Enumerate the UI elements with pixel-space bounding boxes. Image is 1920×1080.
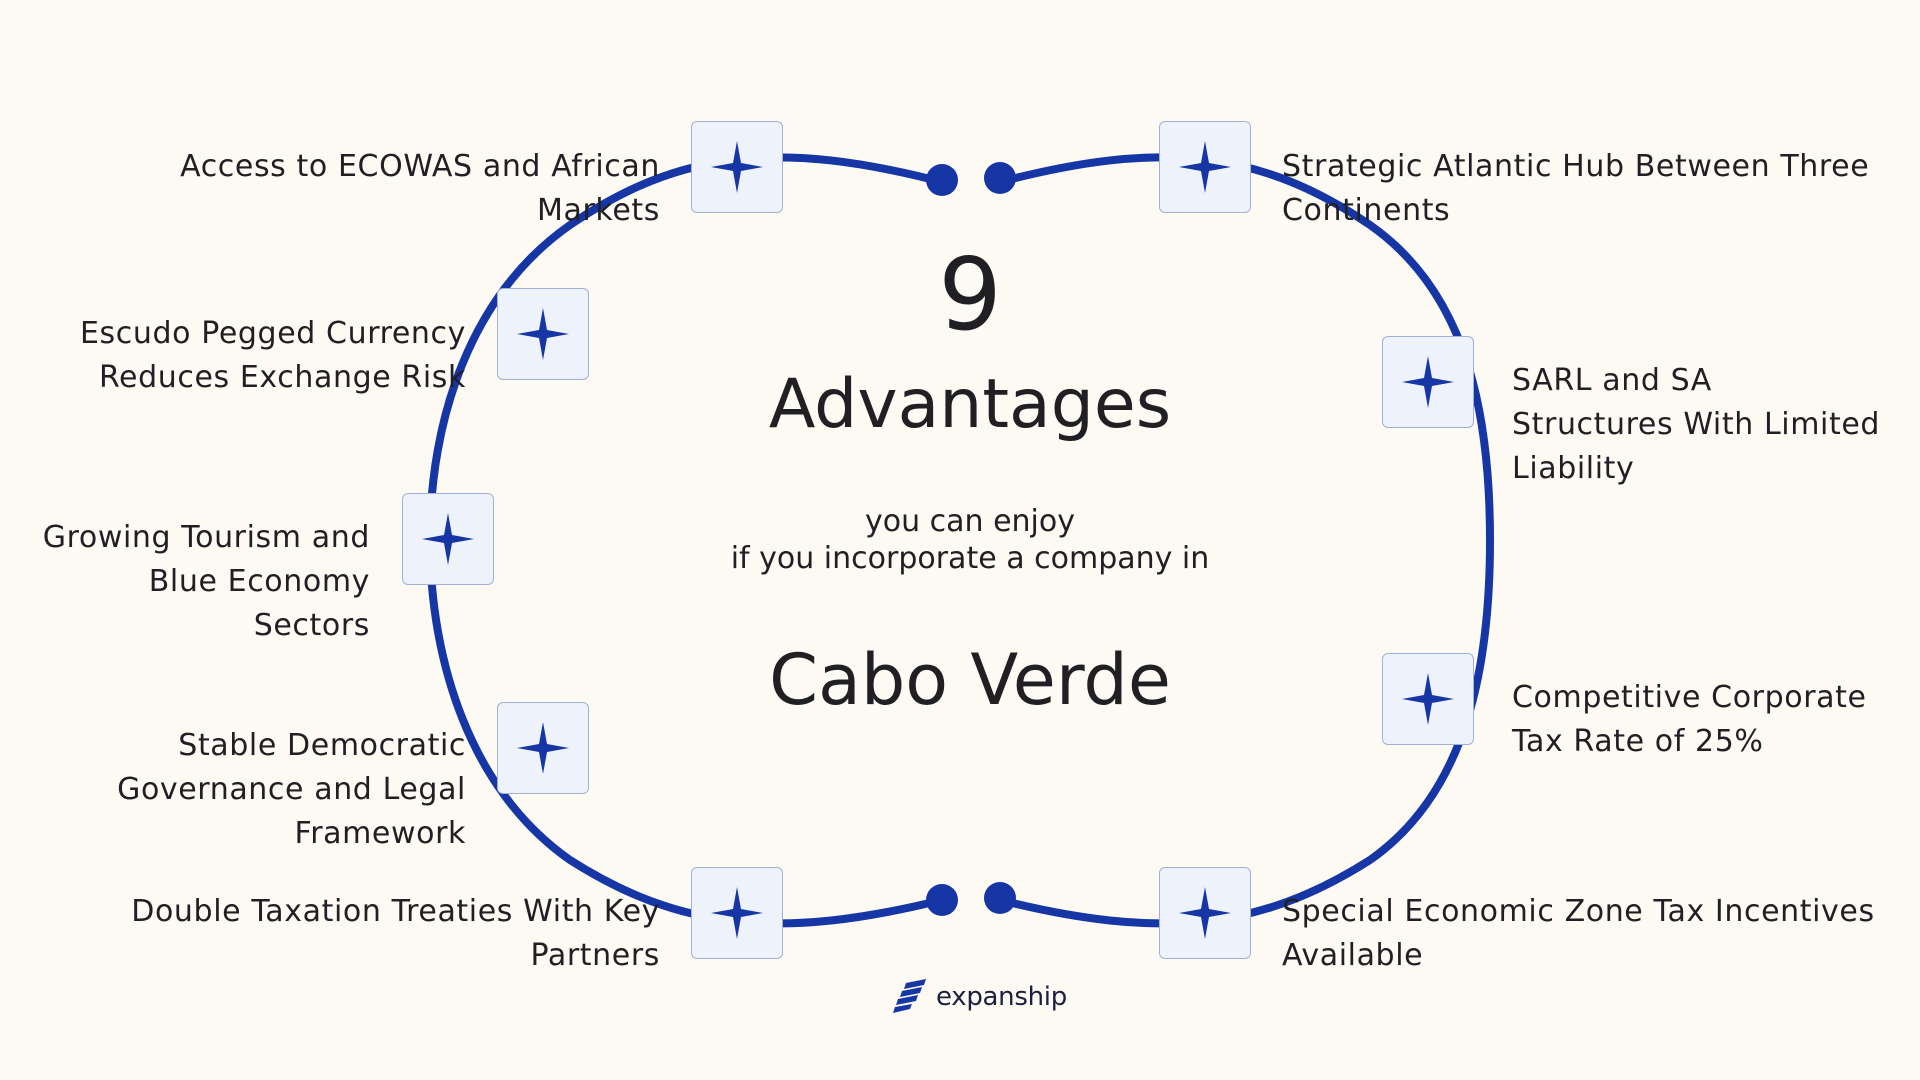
center-heading: Advantages: [768, 365, 1172, 444]
advantage-label-5: Double Taxation Treaties With Key Partne…: [40, 890, 660, 978]
four-point-star-icon: [1179, 141, 1231, 193]
advantage-label-8-line1: Competitive Corporate: [1512, 680, 1867, 715]
four-point-star-icon: [517, 722, 569, 774]
advantage-label-1: Access to ECOWAS and African Markets: [60, 145, 660, 233]
advantage-label-1-line1: Access to ECOWAS and African: [180, 149, 660, 184]
advantage-label-8-line2: Tax Rate of 25%: [1512, 724, 1764, 759]
four-point-star-icon: [711, 141, 763, 193]
advantage-count: 9: [938, 236, 1002, 353]
advantage-node-2: [497, 288, 589, 380]
advantage-label-8: Competitive Corporate Tax Rate of 25%: [1512, 676, 1912, 764]
advantage-label-9-line2: Available: [1282, 938, 1424, 973]
advantage-label-2: Escudo Pegged Currency Reduces Exchange …: [40, 312, 466, 400]
advantage-label-5-line1: Double Taxation Treaties With Key: [131, 894, 660, 929]
four-point-star-icon: [1179, 887, 1231, 939]
advantage-label-1-line2: Markets: [537, 193, 660, 228]
ring-dot-bottom-left: [926, 884, 958, 916]
advantage-label-4-line3: Framework: [294, 816, 466, 851]
advantage-node-8: [1382, 653, 1474, 745]
ring-arc-right: [996, 153, 1495, 928]
advantage-label-2-line1: Escudo Pegged Currency: [80, 316, 466, 351]
advantage-label-9: Special Economic Zone Tax Incentives Ava…: [1282, 890, 1912, 978]
advantage-label-4-line2: Governance and Legal: [117, 772, 466, 807]
advantage-node-6: [1159, 121, 1251, 213]
country-name: Cabo Verde: [769, 639, 1171, 721]
ring-dot-top-left: [926, 164, 958, 196]
four-point-star-icon: [422, 513, 474, 565]
advantage-label-2-line2: Reduces Exchange Risk: [98, 360, 466, 395]
advantage-label-4: Stable Democratic Governance and Legal F…: [40, 724, 466, 856]
advantage-node-3: [402, 493, 494, 585]
four-point-star-icon: [1402, 673, 1454, 725]
advantage-label-7-line3: Liability: [1512, 451, 1635, 486]
advantage-label-3: Growing Tourism and Blue Economy Sectors: [20, 516, 370, 648]
advantage-label-6-line2: Continents: [1282, 193, 1451, 228]
advantage-label-6: Strategic Atlantic Hub Between Three Con…: [1282, 145, 1902, 233]
center-subtitle-line1: you can enjoy: [865, 504, 1075, 539]
four-point-star-icon: [711, 887, 763, 939]
advantage-label-6-line1: Strategic Atlantic Hub Between Three: [1282, 149, 1870, 184]
advantage-label-3-line3: Sectors: [253, 608, 370, 643]
ring-dot-bottom-right: [984, 882, 1016, 914]
advantage-node-4: [497, 702, 589, 794]
advantage-label-3-line1: Growing Tourism and: [42, 520, 370, 555]
four-point-star-icon: [517, 308, 569, 360]
advantage-label-4-line1: Stable Democratic: [178, 728, 466, 763]
advantage-label-7: SARL and SA Structures With Limited Liab…: [1512, 359, 1912, 491]
advantage-label-3-line2: Blue Economy: [148, 564, 370, 599]
advantage-node-7: [1382, 336, 1474, 428]
four-point-star-icon: [1402, 356, 1454, 408]
advantage-label-7-line1: SARL and SA: [1512, 363, 1712, 398]
logo-text: expanship: [936, 982, 1067, 1012]
ring-dot-top-right: [984, 162, 1016, 194]
center-subtitle-line2: if you incorporate a company in: [730, 541, 1210, 576]
advantage-node-1: [691, 121, 783, 213]
advantage-label-7-line2: Structures With Limited: [1512, 407, 1881, 442]
expanship-logo-icon: [892, 977, 932, 1017]
advantage-node-5: [691, 867, 783, 959]
advantage-label-9-line1: Special Economic Zone Tax Incentives: [1282, 894, 1875, 929]
advantage-node-9: [1159, 867, 1251, 959]
expanship-logo: expanship: [892, 975, 1067, 1019]
advantage-label-5-line2: Partners: [530, 938, 660, 973]
